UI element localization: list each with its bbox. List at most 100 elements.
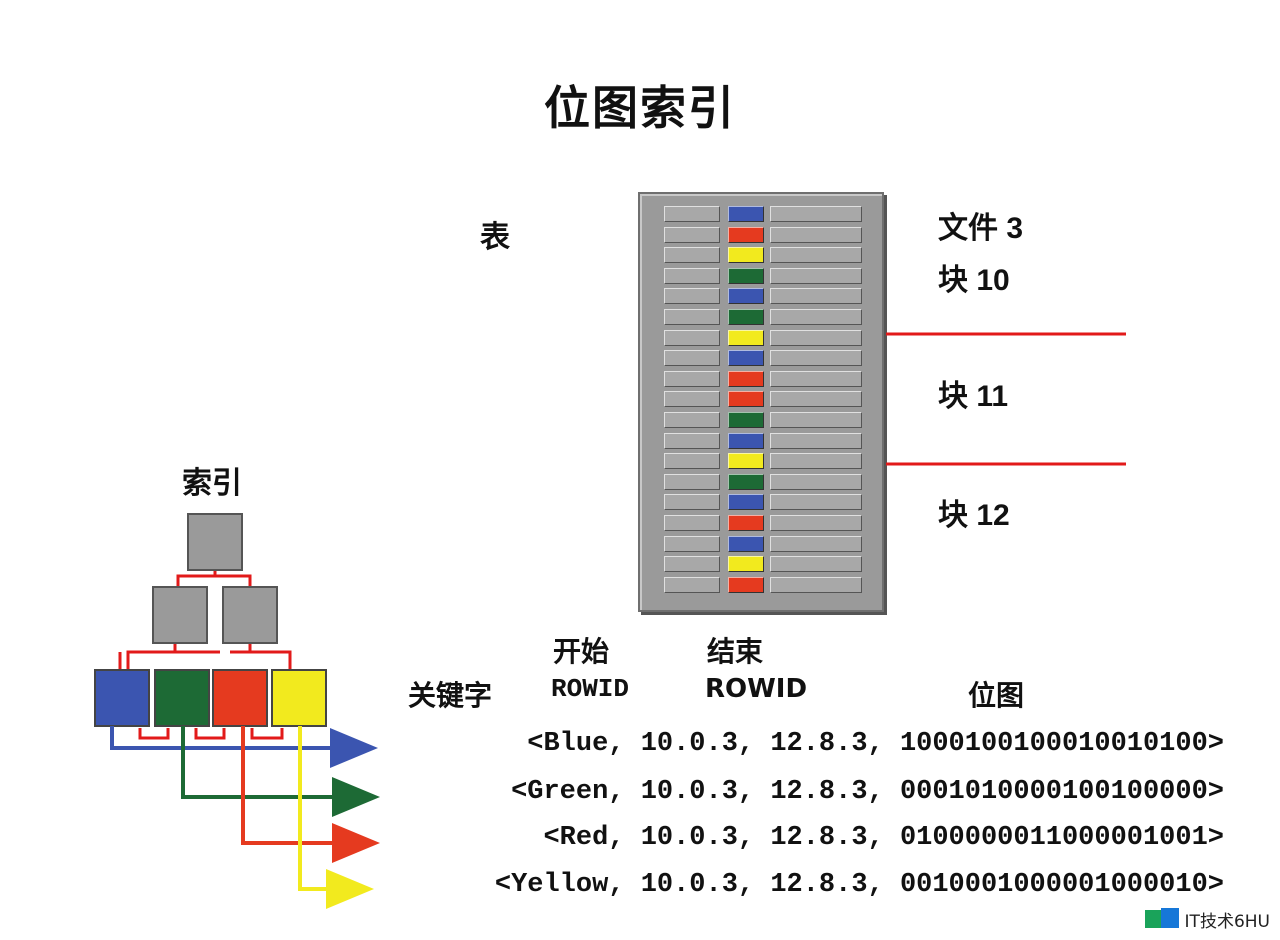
table-row [664, 515, 862, 531]
bitmap-row-blue: <Blue, 10.0.3, 12.8.3, 10001001000100101… [527, 729, 1224, 759]
table-row [664, 370, 862, 387]
arrow-red [241, 726, 380, 863]
table-row-cell-left [664, 247, 720, 264]
table-row-cell-left [664, 226, 720, 243]
table-row-cell-right [770, 494, 862, 511]
start-rowid-header: ROWID [551, 674, 630, 704]
table-row [664, 267, 862, 284]
table-row-cell-right [770, 556, 862, 573]
tree-connectors [118, 570, 292, 740]
table-row-cell-left [664, 391, 720, 408]
table-row-cell-right [770, 329, 862, 346]
table-row-key-color-blue [728, 206, 764, 222]
table-row-cell-right [770, 226, 862, 243]
table-row [664, 473, 862, 490]
table-row-key-color-green [728, 473, 764, 490]
table-row-cell-left [664, 309, 720, 325]
table-row-cell-left [664, 206, 720, 222]
table-row-key-color-green [728, 412, 764, 428]
table-row-cell-right [770, 247, 862, 264]
table-row [664, 350, 862, 367]
table-row-key-color-red [728, 515, 764, 531]
table-row-cell-left [664, 350, 720, 367]
table-row [664, 432, 862, 449]
table-row-cell-left [664, 535, 720, 552]
table-row [664, 494, 862, 511]
table-row-cell-right [770, 453, 862, 470]
table-row-key-color-blue [728, 288, 764, 305]
index-label: 索引 [182, 466, 242, 501]
table-row-cell-right [770, 535, 862, 552]
table-row [664, 247, 862, 264]
table-row [664, 576, 862, 593]
leaf-node-red [212, 669, 268, 727]
page-title: 位图索引 [544, 81, 736, 135]
table-row-key-color-yellow [728, 453, 764, 470]
table-row-cell-right [770, 473, 862, 490]
table-row-cell-left [664, 556, 720, 573]
table-row [664, 226, 862, 243]
table-row-cell-right [770, 370, 862, 387]
table-row-cell-left [664, 288, 720, 305]
table-row [664, 309, 862, 325]
table-row [664, 556, 862, 573]
bitmap-row-red: <Red, 10.0.3, 12.8.3, 010000001100000100… [543, 823, 1224, 853]
bitmap-row-yellow: <Yellow, 10.0.3, 12.8.3, 001000100000100… [494, 870, 1224, 900]
table-row [664, 453, 862, 470]
table-row [664, 329, 862, 346]
table-row [664, 288, 862, 305]
table-row [664, 391, 862, 408]
leaf-node-green [154, 669, 210, 727]
table-row-cell-right [770, 309, 862, 325]
block-11-label: 块 11 [938, 380, 1009, 413]
branch-node-right [222, 586, 278, 644]
table-label: 表 [480, 220, 510, 255]
table-row-key-color-red [728, 576, 764, 593]
table-row-key-color-blue [728, 350, 764, 367]
table-row-key-color-green [728, 309, 764, 325]
table-row-cell-left [664, 473, 720, 490]
table-row-cell-right [770, 432, 862, 449]
arrow-blue [110, 726, 378, 768]
table-row-cell-right [770, 267, 862, 284]
block-12-label: 块 12 [938, 499, 1010, 532]
table-row-cell-left [664, 267, 720, 284]
file-3-label: 文件 3 [938, 212, 1024, 245]
table-row-cell-left [664, 370, 720, 387]
table-row-key-color-blue [728, 494, 764, 511]
watermark: IT技术6HU [1144, 906, 1270, 932]
table-row-cell-right [770, 288, 862, 305]
table-row-key-color-green [728, 267, 764, 284]
branch-node-left [152, 586, 208, 644]
table-row-cell-right [770, 412, 862, 428]
table-row [664, 535, 862, 552]
table-row-cell-right [770, 515, 862, 531]
start-header: 开始 [553, 635, 610, 668]
table-row [664, 412, 862, 428]
root-node [187, 513, 243, 571]
table-row-key-color-blue [728, 432, 764, 449]
table-row-cell-left [664, 576, 720, 593]
table-row-key-color-red [728, 226, 764, 243]
table-row-cell-left [664, 329, 720, 346]
table-row-key-color-red [728, 391, 764, 408]
table-row-key-color-yellow [728, 556, 764, 573]
table-row-key-color-red [728, 370, 764, 387]
table-row-cell-right [770, 206, 862, 222]
watermark-text: IT技术6HU [1184, 911, 1270, 932]
table-row-cell-right [770, 576, 862, 593]
table-row-cell-left [664, 453, 720, 470]
leaf-node-blue [94, 669, 150, 727]
table-row-cell-left [664, 412, 720, 428]
block-10-label: 块 10 [938, 264, 1010, 297]
table-row-key-color-yellow [728, 329, 764, 346]
table-row [664, 206, 862, 222]
key-header: 关键字 [408, 679, 493, 712]
bitmap-header: 位图 [968, 679, 1025, 712]
watermark-logo-icon [1144, 908, 1179, 928]
end-header: 结束 [707, 635, 764, 668]
arrow-yellow [298, 726, 374, 909]
table-row-key-color-blue [728, 535, 764, 552]
leaf-node-yellow [271, 669, 327, 727]
